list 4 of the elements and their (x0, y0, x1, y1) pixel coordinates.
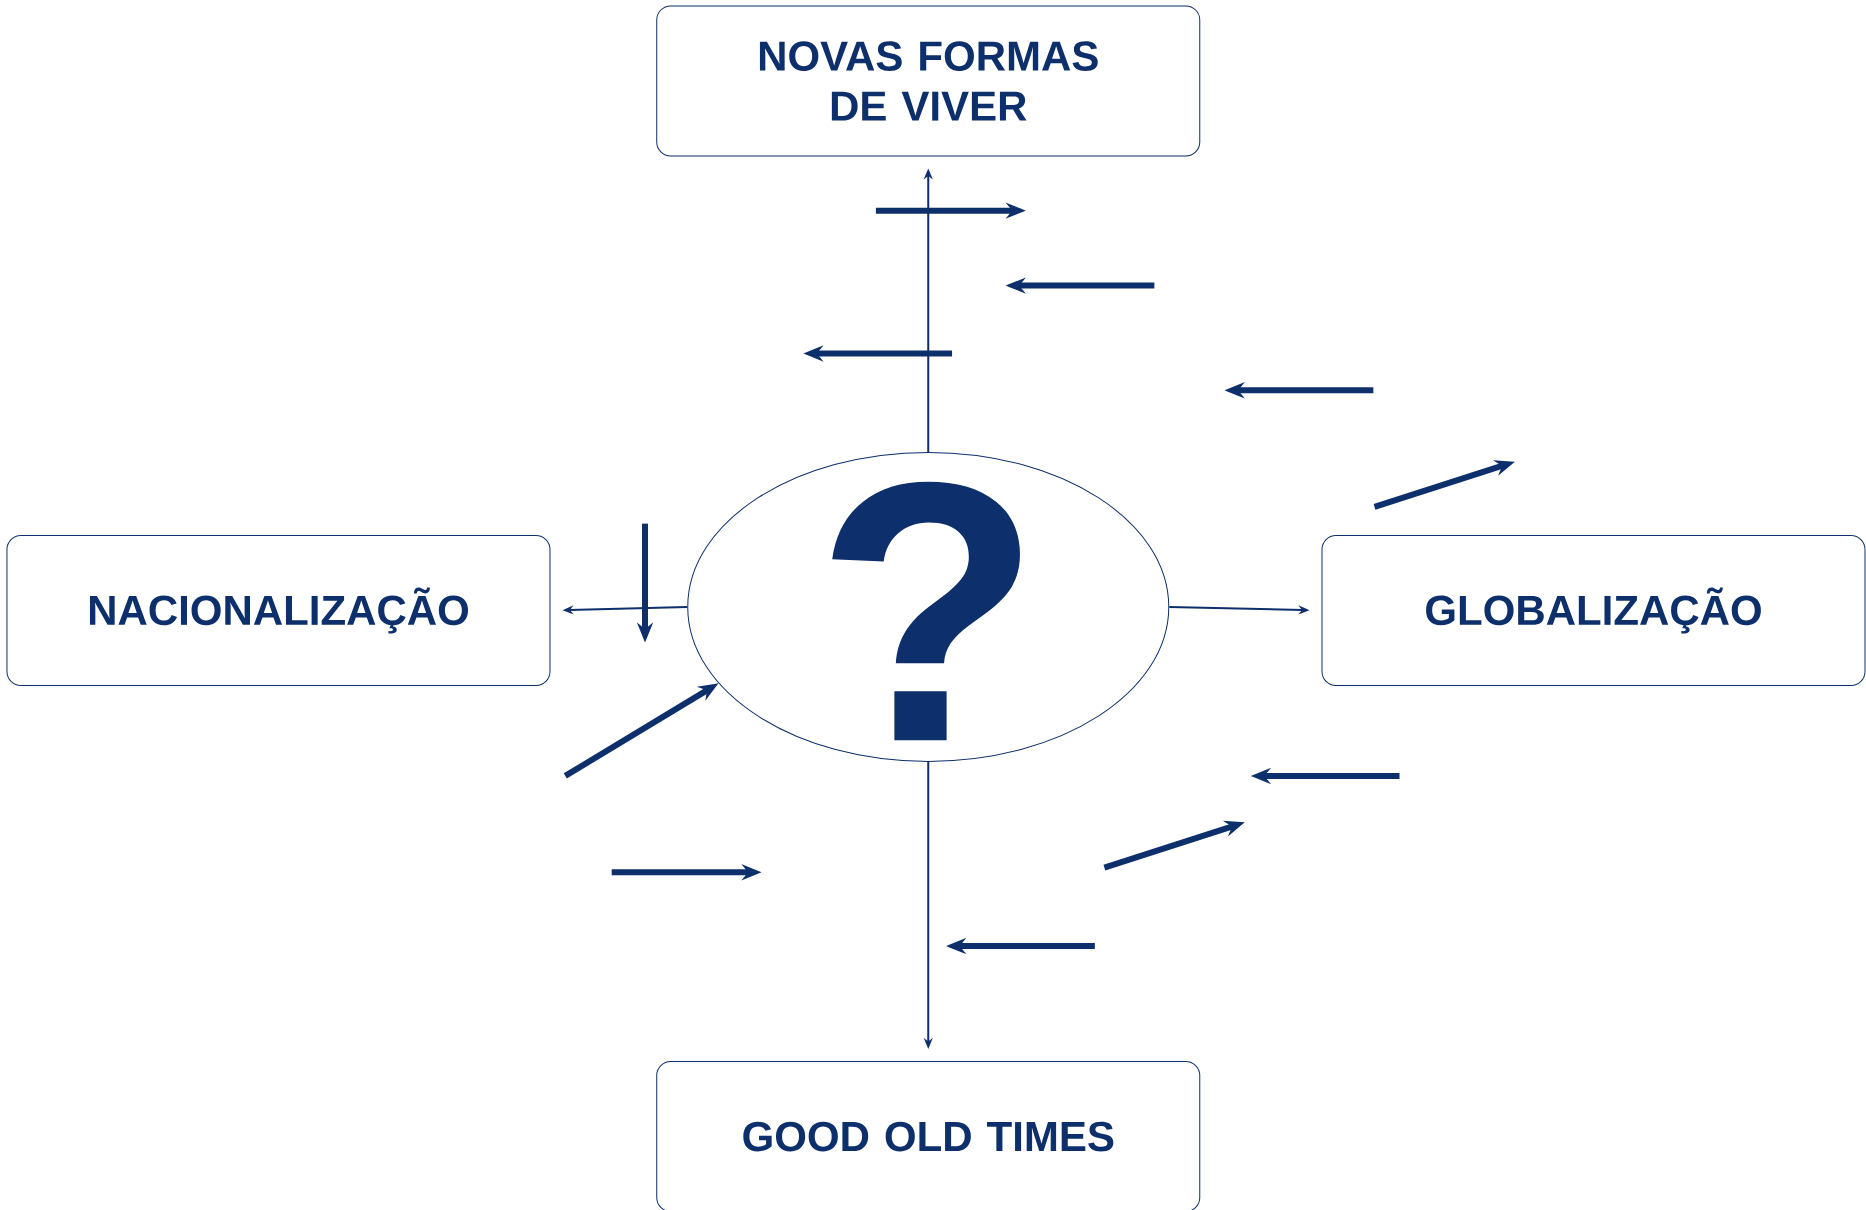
label-box: GLOBALIZAÇÃO (1321, 534, 1866, 686)
label-box: GOOD OLD TIMES (656, 1060, 1201, 1210)
label-box: NACIONALIZAÇÃO (6, 534, 551, 686)
label-box: NOVAS FORMAS DE VIVER (656, 5, 1201, 157)
